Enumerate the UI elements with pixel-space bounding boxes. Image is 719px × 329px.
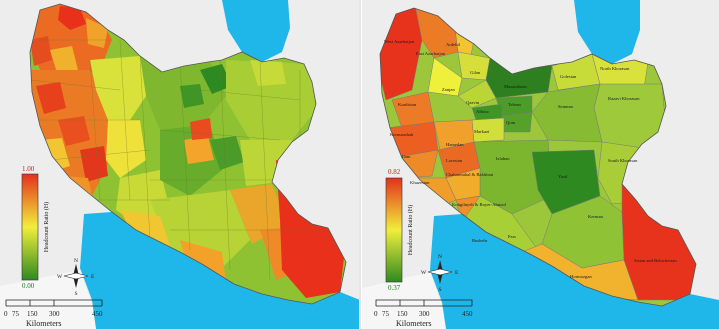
label-isfahan: Isfahan (496, 156, 510, 161)
label-chaharmahal: Chaharmahal & Bakhtiari (446, 172, 494, 177)
persian-gulf (80, 212, 360, 329)
scale-tick-300: 300 (419, 310, 430, 318)
label-yazd: Yazd (558, 174, 568, 179)
label-bushehr: Bushehr (472, 238, 488, 243)
legend-title: Headcount Ratio (H) (43, 202, 50, 252)
north-arrow: N S E W (421, 254, 459, 293)
label-ardebil: Ardebil (446, 42, 461, 47)
scale-tick-0: 0 (4, 310, 8, 318)
scale-tick-450: 450 (92, 310, 103, 318)
legend-colorbar (21, 173, 39, 281)
east-label: E (455, 270, 459, 276)
label-khuzestan: Khuzestan (410, 180, 430, 185)
scale-tick-75: 75 (12, 310, 20, 318)
label-golestan: Golestan (560, 74, 577, 79)
scale-unit: Kilometers (26, 319, 62, 328)
south-label: S (74, 291, 77, 297)
scale-bar: 0 75 150 300 450 Kilometers (374, 299, 473, 328)
label-semnan: Semnan (558, 104, 574, 109)
north-label: N (74, 258, 78, 264)
label-alborz: Alborz (476, 109, 489, 114)
label-north-khorasan: North Khorasan (600, 66, 630, 71)
label-kohgiluyeh: Kohgiluyeh & Boyer-Ahmad (452, 202, 506, 207)
south-label: S (438, 287, 441, 293)
scale-bar: 0 75 150 300 450 Kilometers (4, 299, 103, 328)
west-label: W (57, 274, 63, 280)
label-west-azarbaijan: West Azarbaijan (384, 39, 415, 44)
legend-max-label: 1.00 (22, 165, 35, 173)
province-map-panel: West Azarbaijan East Azarbaijan Ardebil … (362, 0, 719, 329)
scale-tick-150: 150 (397, 310, 408, 318)
county-mosaic (30, 4, 346, 304)
label-tehran: Tehran (508, 102, 521, 107)
color-legend: 0.82 0.37 Headcount Ratio (H) (385, 168, 414, 292)
legend-max-label: 0.82 (388, 168, 401, 176)
scale-tick-450: 450 (462, 310, 473, 318)
scale-unit: Kilometers (396, 319, 432, 328)
north-label: N (438, 254, 442, 260)
west-label: W (421, 270, 427, 276)
east-label: E (91, 274, 95, 280)
legend-min-label: 0.00 (22, 282, 35, 290)
arabia-land (362, 272, 446, 329)
scale-tick-0: 0 (374, 310, 378, 318)
label-kerman: Kerman (588, 214, 603, 219)
iran-outline (379, 7, 697, 307)
scale-tick-75: 75 (382, 310, 390, 318)
province-map: West Azarbaijan East Azarbaijan Ardebil … (362, 0, 719, 329)
persian-gulf (430, 214, 719, 329)
label-qazvin: Qazvin (466, 100, 480, 105)
label-mazandaran: Mazandaran (504, 84, 527, 89)
label-qom: Qom (506, 120, 516, 125)
label-hamedan: Hamedan (446, 142, 464, 147)
province-labels: West Azarbaijan East Azarbaijan Ardebil … (384, 39, 677, 279)
label-kurdistan: Kurdistan (398, 102, 417, 107)
label-fars: Fars (508, 234, 516, 239)
legend-colorbar (385, 177, 403, 283)
scale-tick-150: 150 (27, 310, 38, 318)
arabia-land (0, 270, 96, 329)
label-markazi: Markazi (474, 129, 490, 134)
iran-outline (29, 3, 347, 305)
label-ilam: Ilam (402, 154, 411, 159)
label-east-azarbaijan: East Azarbaijan (416, 51, 446, 56)
label-hormozgan: Hormozgan (570, 274, 592, 279)
label-gilan: Gilan (470, 70, 481, 75)
label-sistan-baluchestan: Sistan and Baluchestan (634, 258, 677, 263)
legend-min-label: 0.37 (388, 284, 401, 292)
scale-tick-300: 300 (49, 310, 60, 318)
label-south-khorasan: South Khorasan (608, 158, 638, 163)
panel-divider (359, 0, 361, 329)
label-kermanshah: Kermanshah (390, 132, 414, 137)
label-lorestan: Lorestan (446, 158, 463, 163)
caspian-sea (574, 0, 640, 64)
legend-title: Headcount Ratio (H) (407, 205, 414, 255)
north-arrow: N S E W (57, 258, 95, 297)
color-legend: 1.00 0.00 Headcount Ratio (H) (21, 165, 50, 290)
caspian-sea (222, 0, 290, 62)
county-map-panel: 1.00 0.00 Headcount Ratio (H) N S E W 0 … (0, 0, 360, 329)
label-razavi-khorasan: Razavi Khorasan (608, 96, 640, 101)
label-zanjan: Zanjan (442, 87, 455, 92)
county-map: 1.00 0.00 Headcount Ratio (H) N S E W 0 … (0, 0, 360, 329)
